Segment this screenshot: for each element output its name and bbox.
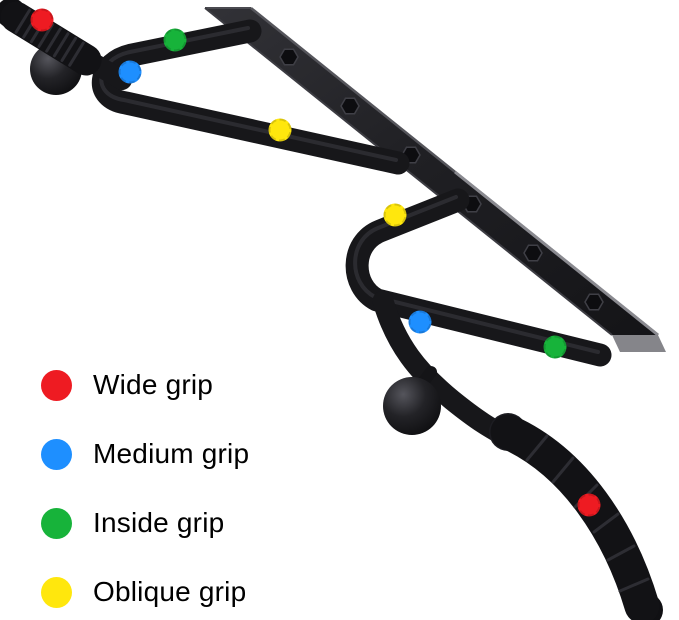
oblique-grip-color-dot [41, 576, 72, 608]
legend-label-medium-grip: Medium grip [93, 438, 250, 469]
rail-flange-highlight [454, 170, 659, 337]
medium-grip-color-dot [41, 438, 72, 470]
wide-grip-color-dot [41, 369, 72, 401]
handle-ribs [525, 434, 650, 593]
wide-grip-marker [30, 8, 54, 32]
inside-grip-marker [163, 28, 187, 52]
lower-grip-tube [345, 188, 612, 451]
oblique-grip-marker [268, 118, 292, 142]
medium-grip-marker [408, 310, 432, 334]
medium-grip-marker [118, 60, 142, 84]
inside-grip-marker [543, 335, 567, 359]
legend-label-wide-grip: Wide grip [93, 369, 214, 400]
legend-label-inside-grip: Inside grip [93, 507, 225, 538]
wide-grip-marker [577, 493, 601, 517]
grip-legend: Wide grip Medium grip Inside grip Obliqu… [41, 369, 249, 608]
cannonball-grip-bottom [383, 377, 441, 435]
rail-end-lip [612, 335, 666, 352]
legend-item-inside-grip: Inside grip [41, 507, 249, 539]
legend-item-wide-grip: Wide grip [41, 369, 249, 401]
mounting-rail [204, 7, 666, 352]
legend-item-oblique-grip: Oblique grip [41, 576, 249, 608]
legend-item-medium-grip: Medium grip [41, 438, 249, 470]
oblique-grip-marker [383, 203, 407, 227]
legend-label-oblique-grip: Oblique grip [93, 576, 247, 607]
inside-grip-color-dot [41, 507, 72, 539]
